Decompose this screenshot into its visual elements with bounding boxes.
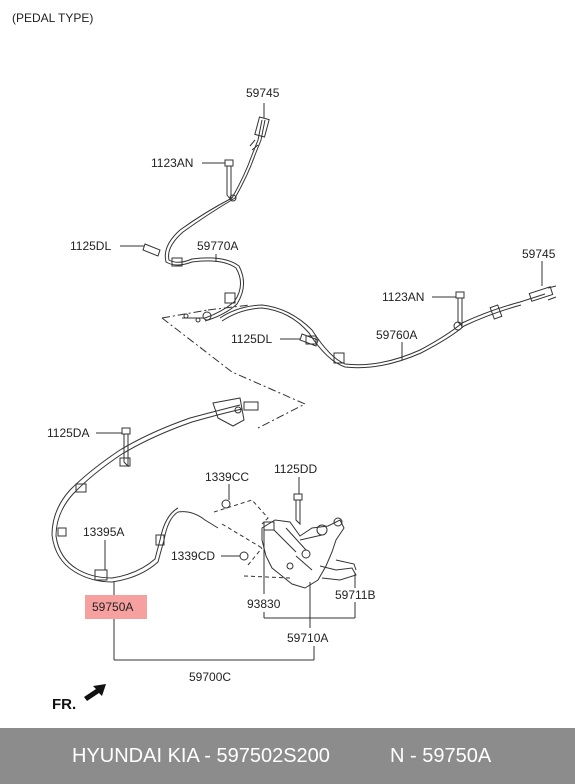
cable-59770a (164, 116, 270, 323)
label-93830: 93830 (247, 597, 281, 611)
label-1125da: 1125DA (47, 426, 89, 440)
bolt-1125dd (293, 493, 303, 526)
cable-59750a (51, 397, 259, 583)
brand-part-number: HYUNDAI KIA - 597502S200 (72, 745, 330, 767)
label-1125dd: 1125DD (274, 462, 317, 476)
bolt-1123an-right (455, 291, 465, 328)
label-59710a: 59710A (287, 631, 328, 645)
front-direction-label: FR. (52, 696, 77, 713)
bolt-1123an-top (224, 159, 234, 202)
label-59750a: 59750A (92, 600, 133, 614)
label-1123an-top: 1123AN (151, 156, 193, 170)
catalog-number: N - 59750A (390, 745, 492, 767)
label-59700c: 59700C (189, 670, 231, 684)
phantom-lines (161, 304, 307, 429)
label-59760a: 59760A (376, 328, 417, 342)
label-13395a: 13395A (83, 525, 124, 539)
highlighted-part-box (85, 595, 147, 619)
part-number-footer: HYUNDAI KIA - 597502S200 N - 59750A (0, 728, 575, 784)
nut-1339cc (221, 499, 231, 509)
bolt-1125dl-mid (299, 333, 319, 347)
bolt-1125dl-left (142, 243, 161, 257)
label-59711b: 59711B (335, 588, 375, 602)
bolt-1125da (121, 427, 131, 468)
label-59745-right: 59745 (522, 247, 556, 261)
label-59745-top: 59745 (246, 86, 280, 100)
label-1125dl-mid: 1125DL (231, 332, 272, 346)
pedal-type-caption: (PEDAL TYPE) (12, 11, 94, 25)
subassembly-outline (213, 499, 291, 579)
label-1339cc: 1339CC (205, 470, 249, 484)
label-1123an-right: 1123AN (382, 290, 424, 304)
front-arrow-icon (84, 684, 106, 701)
label-1125dl-left: 1125DL (70, 239, 111, 253)
label-59770a: 59770A (197, 239, 238, 253)
parking-brake-pedal-assembly (261, 517, 357, 589)
label-1339cd: 1339CD (171, 549, 215, 563)
leader-lines (96, 103, 543, 661)
nut-1339cd (239, 551, 249, 561)
